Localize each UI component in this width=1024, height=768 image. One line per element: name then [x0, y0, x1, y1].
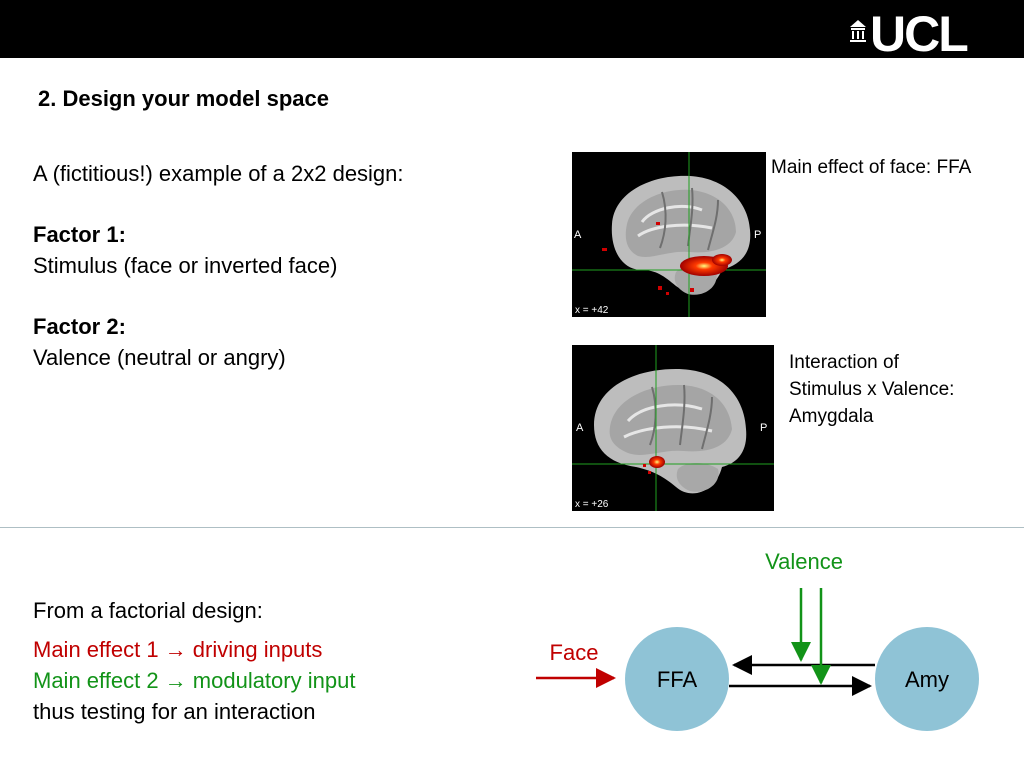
intro-text: A (fictitious!) example of a 2x2 design:… — [33, 158, 404, 373]
main-effect-1-label: Main effect 1 → — [33, 637, 193, 662]
face-label: Face — [550, 640, 599, 665]
section-divider — [0, 527, 1024, 528]
interaction-line: thus testing for an interaction — [33, 699, 316, 724]
factorial-text: From a factorial design: Main effect 1 →… — [33, 595, 355, 727]
portico-icon — [850, 20, 866, 42]
posterior-label: P — [754, 229, 761, 241]
intro-line: A (fictitious!) example of a 2x2 design: — [33, 161, 404, 186]
caption-line: Amygdala — [789, 406, 874, 427]
anterior-label: A — [576, 422, 584, 434]
factorial-heading: From a factorial design: — [33, 598, 263, 623]
amy-node — [875, 627, 979, 731]
caption-line: Stimulus x Valence: — [789, 379, 955, 400]
coordinate-label: x = +42 — [575, 305, 609, 316]
caption-ffa: Main effect of face: FFA — [771, 157, 972, 178]
factor1-heading: Factor 1: — [33, 222, 126, 247]
main-effect-1-line: Main effect 1 → driving inputs — [33, 634, 355, 665]
anterior-label: A — [574, 229, 582, 241]
page-title: 2. Design your model space — [38, 86, 329, 111]
valence-label: Valence — [765, 549, 843, 574]
factor1-text: Stimulus (face or inverted face) — [33, 253, 338, 278]
caption-line: Interaction of — [789, 352, 899, 373]
brain-image-amygdala: A P x = +26 — [572, 345, 774, 511]
modulatory-input-label: modulatory input — [192, 668, 356, 693]
ffa-node — [625, 627, 729, 731]
header-bar: UCL — [0, 0, 1024, 60]
ucl-logo: UCL — [848, 8, 994, 60]
factor2-text: Valence (neutral or angry) — [33, 345, 286, 370]
main-effect-2-line: Main effect 2 → modulatory input — [33, 665, 355, 696]
posterior-label: P — [760, 422, 767, 434]
coordinate-label: x = +26 — [575, 499, 609, 510]
logo-text: UCL — [870, 6, 969, 62]
main-effect-2-label: Main effect 2 → — [33, 668, 193, 693]
dcm-diagram: Valence Face FFA Amy — [520, 540, 1000, 750]
driving-inputs-label: driving inputs — [192, 637, 323, 662]
brain-image-ffa: A P x = +42 — [572, 152, 766, 317]
factor2-heading: Factor 2: — [33, 314, 126, 339]
amy-label: Amy — [905, 667, 949, 692]
ffa-label: FFA — [657, 667, 698, 692]
caption-amygdala: Interaction of Stimulus x Valence: Amygd… — [789, 349, 954, 430]
